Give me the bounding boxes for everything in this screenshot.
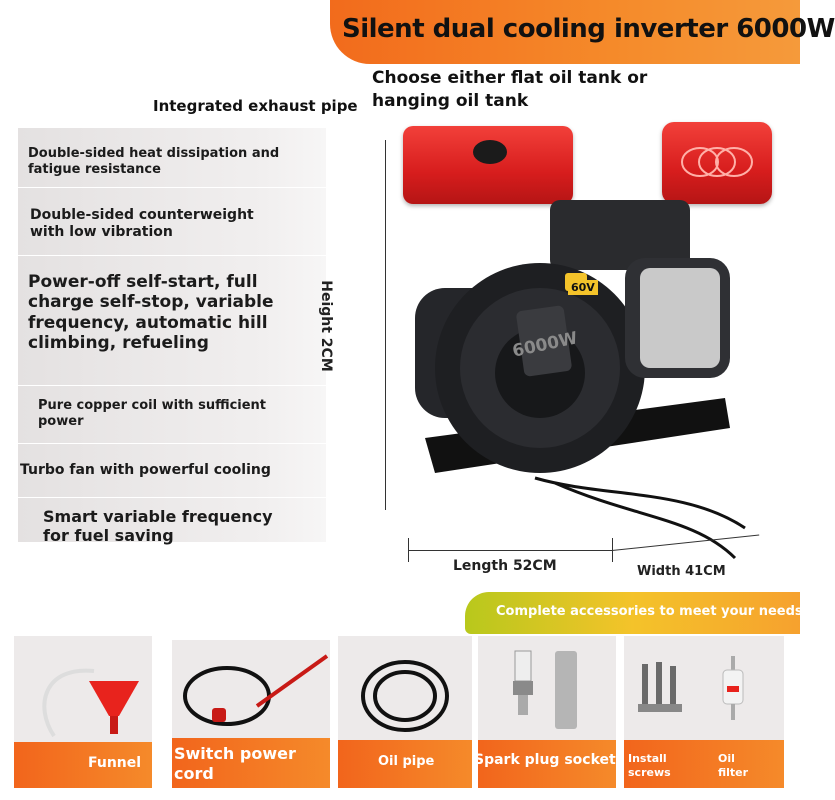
feature-divider [18,255,326,256]
feature-divider [18,187,326,188]
accessory-label: Funnel [88,755,142,771]
fuel-cap-icon [473,140,507,164]
feature-text: Turbo fan with powerful cooling [20,462,271,478]
accessory-label-bar [624,740,784,788]
feature-item-copper-coil: Pure copper coil with sufficient power [38,398,266,429]
feature-text: power [38,413,84,429]
tank-callout-line1: Choose either flat oil tank or [372,68,648,88]
feature-text: fatigue resistance [28,161,161,177]
flat-oil-tank-image [403,126,573,204]
height-dimension-line [385,140,386,510]
accessory-label: Spark plug socket [474,752,616,768]
accessory-label-bar [172,738,330,788]
feature-divider [18,385,326,386]
accessory-label: Switch power cord [174,744,296,784]
generator-image [415,200,746,560]
accessories-banner [465,592,800,634]
feature-text: charge self-stop, variable [28,292,274,313]
power-cord-icon [183,654,329,726]
feature-item-counterweight: Double-sided counterweight with low vibr… [30,207,254,241]
feature-text: Double-sided counterweight [30,207,254,223]
feature-text: Smart variable frequency [43,507,273,526]
screws-icon [638,662,682,712]
oil-pipe-icon [361,660,449,732]
accessory-label-line: Oil [718,752,735,765]
feature-text: Double-sided heat dissipation and [28,146,280,161]
accessory-card-spark-plug: Spark plug socket [474,636,616,788]
accessory-label-bar [14,742,152,788]
title-banner [330,0,800,64]
feature-text: climbing, refueling [28,333,209,354]
accessory-card-oil-pipe: Oil pipe [338,636,472,788]
accessory-card-switch-cord: Switch power cord [172,640,330,788]
oil-filter-icon [722,656,744,720]
accessory-label-line: cord [174,764,214,783]
feature-item-turbo-fan: Turbo fan with powerful cooling [20,462,271,479]
length-label: Length 52CM [453,558,557,574]
funnel-icon [42,668,139,738]
feature-panel [18,128,326,542]
accessory-card-funnel: Funnel [14,636,152,788]
accessory-label-line: screws [628,766,671,779]
feature-divider [18,443,326,444]
feature-item-heat-dissipation: Double-sided heat dissipation and fatigu… [28,146,279,177]
length-dimension-line [408,550,612,551]
accessory-label-bar [478,740,616,788]
feature-divider [18,497,326,498]
accessory-label: Oil pipe [378,754,435,769]
accessory-card-screws-filter: Install screws Oil filter [624,636,784,788]
accessory-label-line: filter [718,766,749,779]
hanging-oil-tank-image [662,122,772,204]
exhaust-callout: Integrated exhaust pipe [153,97,358,115]
feature-item-self-start: Power-off self-start, full charge self-s… [28,272,274,354]
page-title: Silent dual cooling inverter 6000W [342,14,835,44]
width-label: Width 41CM [637,564,726,579]
height-label-wrap: Height 2CM [318,280,334,372]
voltage-badge: 60V [568,280,598,295]
accessory-label: Oil filter [718,752,748,780]
tank-callout-line2: hanging oil tank [372,91,529,111]
accessories-banner-text: Complete accessories to meet your needs [496,604,803,619]
accessory-label-line: Install [628,752,667,765]
accessory-label: Install screws [628,752,671,780]
feature-text: for fuel saving [43,526,174,546]
accessory-label-bar [338,740,472,788]
feature-item-fuel-saving: Smart variable frequency for fuel saving [43,507,273,545]
rings-logo-icon [681,147,753,177]
spark-plug-icon [513,650,577,729]
feature-text: Pure copper coil with sufficient [38,398,267,413]
feature-text: with low vibration [30,223,173,240]
accessory-label-line: Switch power [174,744,296,763]
height-label: Height 2CM [317,280,334,372]
feature-text: frequency, automatic hill [28,312,268,333]
feature-text: Power-off self-start, full [28,272,258,292]
